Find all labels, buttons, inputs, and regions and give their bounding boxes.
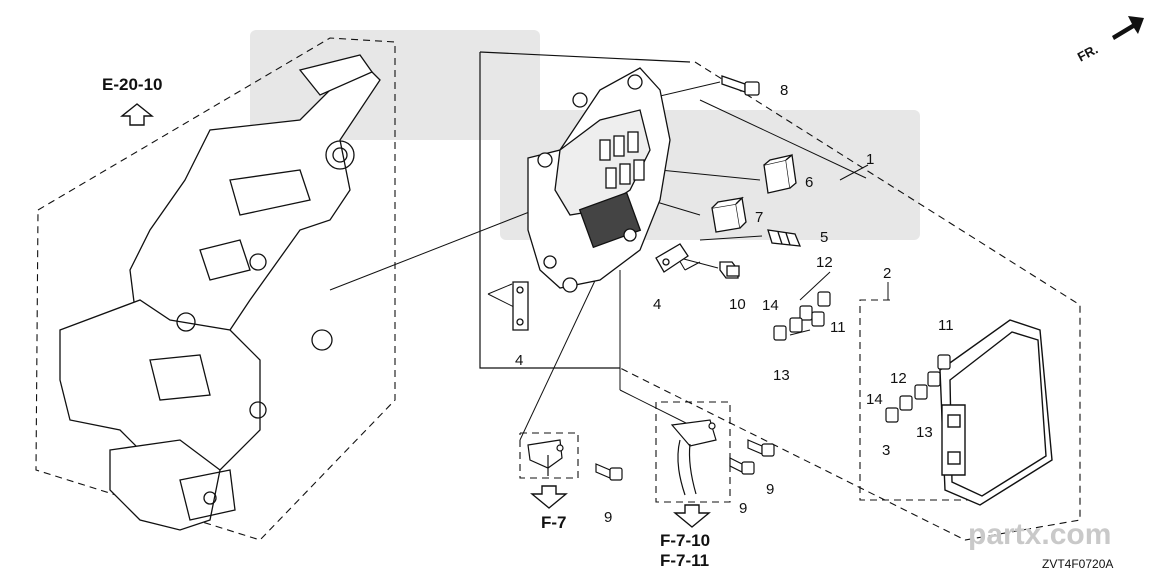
callout-2[interactable]: 2 bbox=[883, 265, 891, 282]
bolt-9-left bbox=[595, 463, 623, 481]
dashed-boundaries bbox=[519, 61, 1081, 541]
bracket-4-left bbox=[512, 281, 529, 331]
callout-4-right[interactable]: 4 bbox=[653, 296, 661, 313]
callout-11-cover[interactable]: 11 bbox=[938, 317, 954, 334]
callout-13-center[interactable]: 13 bbox=[773, 367, 790, 384]
callout-10[interactable]: 10 bbox=[729, 296, 746, 313]
bolt-9-right bbox=[747, 439, 775, 457]
callout-9-left[interactable]: 9 bbox=[604, 509, 612, 526]
front-direction-arrow-icon bbox=[1112, 16, 1144, 40]
callout-12-center[interactable]: 12 bbox=[816, 254, 833, 271]
ref-e20-10[interactable]: E-20-10 bbox=[102, 75, 162, 94]
harness-clip-f7 bbox=[527, 439, 564, 476]
callout-1[interactable]: 1 bbox=[866, 151, 874, 168]
fuse-puller-5 bbox=[767, 229, 802, 247]
labels: E-20-10 F-7 F-7-10 F-7-11 FR. 1 2 3 4 4 … bbox=[102, 41, 1113, 571]
relay-6 bbox=[763, 153, 797, 194]
relay-7 bbox=[711, 196, 747, 233]
ref-f7-11[interactable]: F-7-11 bbox=[660, 551, 709, 570]
f7-arrow-icon bbox=[530, 485, 568, 509]
fuse-box-main-unit bbox=[527, 67, 671, 293]
callout-13-cover[interactable]: 13 bbox=[916, 424, 933, 441]
ref-f7-10[interactable]: F-7-10 bbox=[660, 531, 710, 550]
callout-5[interactable]: 5 bbox=[820, 229, 828, 246]
callout-9-right[interactable]: 9 bbox=[766, 481, 774, 498]
callout-14-cover[interactable]: 14 bbox=[866, 391, 883, 408]
callout-14-center[interactable]: 14 bbox=[762, 297, 779, 314]
callout-12-cover[interactable]: 12 bbox=[890, 370, 907, 387]
fuse-set-center bbox=[773, 291, 831, 341]
front-label: FR. bbox=[1075, 41, 1101, 64]
callout-11-center[interactable]: 11 bbox=[830, 319, 846, 336]
callout-3[interactable]: 3 bbox=[882, 442, 890, 459]
e20-arrow-icon bbox=[120, 103, 154, 126]
callout-8[interactable]: 8 bbox=[780, 82, 788, 99]
frame-assembly bbox=[35, 37, 396, 541]
bolt-8 bbox=[721, 75, 760, 96]
site-watermark: partx.com bbox=[968, 518, 1111, 551]
bolt-10 bbox=[719, 261, 740, 279]
bolt-9-mid bbox=[729, 457, 755, 475]
callout-9-mid[interactable]: 9 bbox=[739, 500, 747, 517]
diagram-code: ZVT4F0720A bbox=[1042, 557, 1113, 571]
bracket-4-right bbox=[655, 243, 689, 273]
f710-arrow-icon bbox=[673, 504, 711, 528]
fuse-box-cover-2 bbox=[939, 319, 1053, 506]
fuse-set-cover bbox=[885, 354, 951, 423]
main-group-outline bbox=[479, 51, 691, 369]
harness-clip-f710 bbox=[670, 419, 717, 496]
callout-6[interactable]: 6 bbox=[805, 174, 813, 191]
ref-f7[interactable]: F-7 bbox=[541, 513, 567, 532]
callout-7[interactable]: 7 bbox=[755, 209, 763, 226]
callout-4-left[interactable]: 4 bbox=[515, 352, 523, 369]
